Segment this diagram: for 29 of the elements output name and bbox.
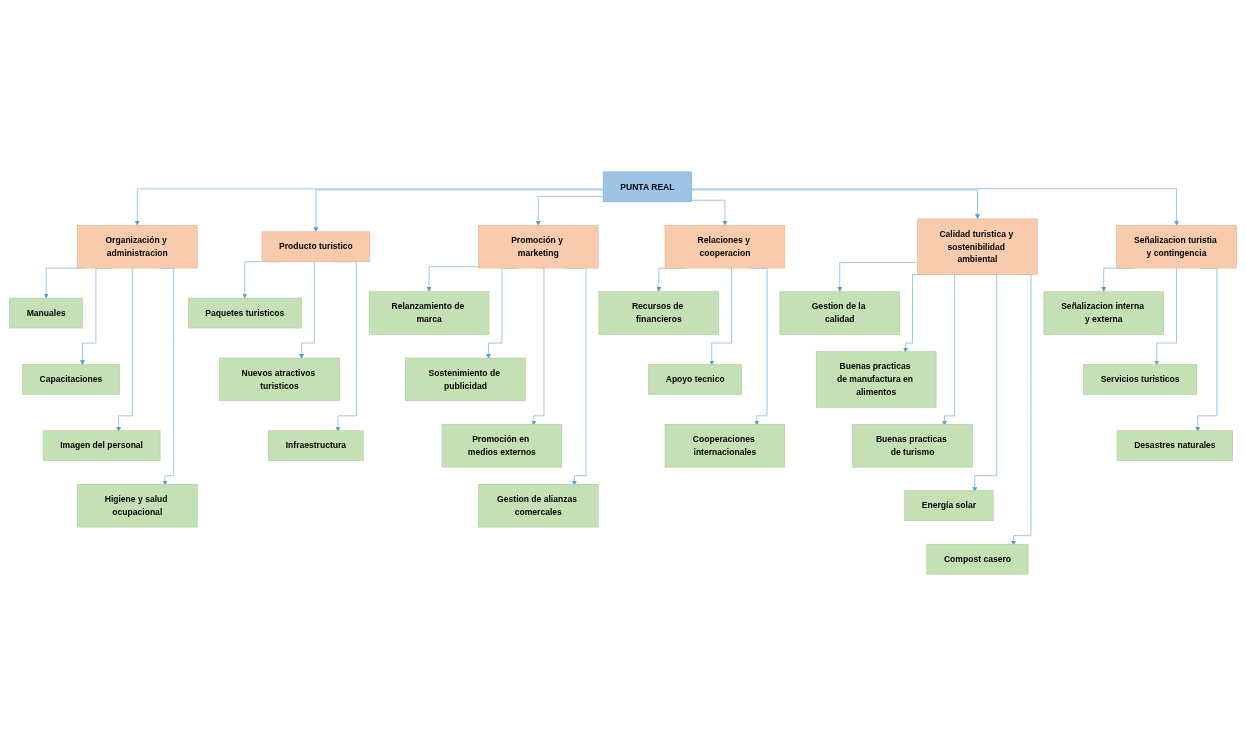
node-box: Servicios turisticos — [1083, 364, 1198, 395]
node-box: PUNTA REAL — [602, 171, 692, 203]
node-box: Organización y administracion — [77, 225, 198, 269]
node-box: Gestion de la calidad — [779, 291, 900, 335]
node-box: Higiene y salud ocupacional — [77, 484, 198, 528]
node-box: Nuevos atractivos turisticos — [219, 357, 340, 402]
node-box: Apoyo tecnico — [648, 364, 743, 395]
node-box: Capacitaciones — [22, 364, 120, 395]
node-box: Energía solar — [904, 490, 994, 521]
node-box: Recursos de financieros — [598, 291, 720, 335]
node-box: Promoción en medios externos — [441, 424, 563, 468]
node-box: Infraestructura — [268, 430, 364, 462]
node-box: Paquetes turisticos — [187, 297, 302, 329]
node-box: Imagen del personal — [42, 430, 161, 462]
node-box: Relaciones y cooperacion — [664, 225, 786, 269]
node-box: Manuales — [9, 297, 84, 329]
node-box: Producto turistico — [261, 231, 371, 262]
node-box: Compost casero — [926, 543, 1029, 575]
node-box: Cooperaciones internacionales — [664, 424, 786, 468]
node-box: Gestion de alianzas comercales — [478, 484, 599, 528]
node-box: Sostenimiento de publicidad — [405, 357, 526, 402]
node-box: Calidad turistica y sostenibilidad ambiental — [917, 218, 1038, 275]
node-box: Buenas practicas de manufactura en alimentos — [815, 351, 937, 408]
node-box: Buenas practicas de turismo — [852, 424, 973, 468]
node-box: Promoción y marketing — [478, 225, 599, 269]
node-box: Relanzamiento de marca — [368, 291, 490, 335]
node-box: Señalizacion interna y externa — [1043, 291, 1164, 335]
node-box: Señalizacion turistia y contingencia — [1116, 225, 1237, 269]
node-box: Desastres naturales — [1116, 430, 1233, 462]
